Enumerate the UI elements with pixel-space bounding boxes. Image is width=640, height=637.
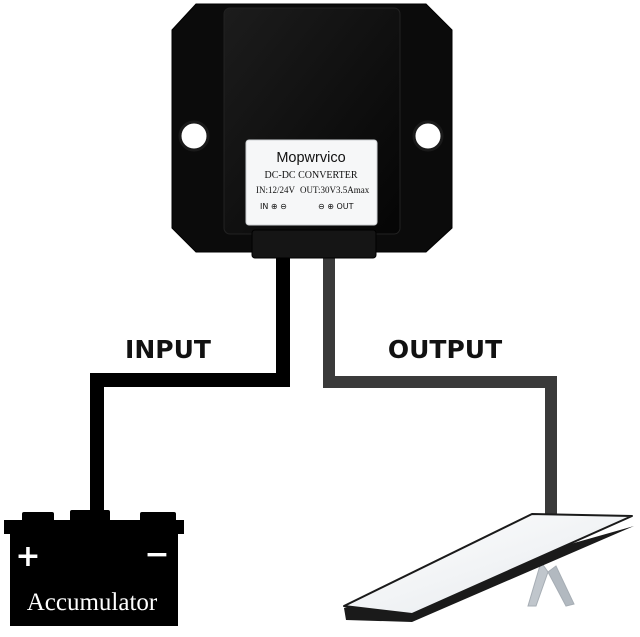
panel-stand-leg bbox=[547, 565, 575, 607]
input-terminal-marking: IN ⊕ ⊖ bbox=[260, 202, 287, 211]
battery-body bbox=[10, 534, 178, 626]
output-label: OUTPUT bbox=[388, 335, 502, 364]
output-device-panel bbox=[343, 513, 634, 622]
panel-stand bbox=[527, 560, 549, 607]
input-spec: IN:12/24V bbox=[256, 185, 295, 195]
dc-dc-converter: Mopwrvico DC-DC CONVERTER IN:12/24V OUT:… bbox=[171, 3, 453, 259]
input-label: INPUT bbox=[125, 335, 211, 364]
model-name: DC-DC CONVERTER bbox=[264, 170, 357, 181]
battery-terminal-positive bbox=[70, 510, 110, 522]
battery-top bbox=[4, 520, 184, 534]
brand-name: Mopwrvico bbox=[276, 150, 345, 166]
input-wire bbox=[90, 252, 290, 520]
battery-plus-sign: + bbox=[15, 539, 40, 574]
panel-surface bbox=[343, 513, 633, 615]
battery-minus-sign: − bbox=[144, 537, 169, 572]
battery-label: Accumulator bbox=[27, 589, 158, 616]
mounting-hole-left bbox=[178, 120, 210, 152]
device-label bbox=[245, 139, 378, 226]
mounting-hole-right bbox=[412, 120, 444, 152]
output-wire bbox=[323, 252, 557, 520]
output-terminal-marking: ⊖ ⊕ OUT bbox=[318, 202, 354, 211]
cable-gland bbox=[251, 229, 377, 259]
battery-terminal-negative bbox=[140, 512, 176, 522]
battery-terminal-left bbox=[22, 512, 54, 522]
output-spec: OUT:30V3.5Amax bbox=[300, 185, 370, 195]
accumulator-battery: + − Accumulator bbox=[4, 510, 184, 626]
